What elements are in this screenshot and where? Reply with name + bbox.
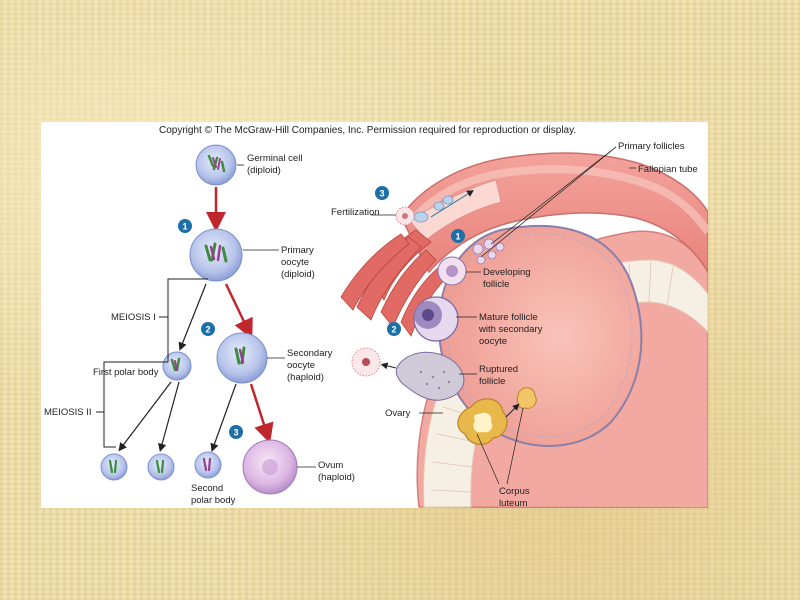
second-polar-body-label-2: polar body bbox=[191, 495, 236, 506]
meiosis-1-label: MEIOSIS I bbox=[111, 312, 156, 323]
mature-follicle-label: Mature follicle bbox=[479, 312, 538, 323]
step-badge-3-left: 3 bbox=[229, 425, 243, 439]
svg-text:2: 2 bbox=[391, 325, 396, 335]
oogenesis-diagram: 1 2 3 Germinal cell (diploid) Primary oo… bbox=[44, 141, 708, 508]
primary-follicles-label: Primary follicles bbox=[618, 141, 685, 152]
step-badge-2-right: 2 bbox=[387, 322, 401, 336]
mature-follicle-label-2: with secondary bbox=[478, 324, 543, 335]
developing-follicle-label: Developing bbox=[483, 267, 531, 278]
germinal-cell bbox=[195, 144, 237, 186]
secondary-oocyte-label: Secondary bbox=[287, 348, 333, 359]
second-polar-body-cell bbox=[194, 451, 222, 479]
primary-follicles bbox=[472, 238, 505, 265]
developing-follicle bbox=[437, 256, 467, 286]
primary-oocyte-label: Primary bbox=[281, 245, 314, 256]
developing-follicle-label-2: follicle bbox=[483, 279, 509, 290]
ovary-label: Ovary bbox=[385, 408, 411, 419]
primary-oocyte-cell bbox=[189, 228, 243, 282]
fallopian-tube-label: Fallopian tube bbox=[638, 164, 698, 175]
regressing-corpus-luteum bbox=[516, 387, 537, 409]
svg-text:1: 1 bbox=[455, 232, 460, 242]
ovum-label: Ovum bbox=[318, 460, 343, 471]
svg-text:2: 2 bbox=[205, 325, 210, 335]
fertilization-label: Fertilization bbox=[331, 207, 380, 218]
ruptured-follicle bbox=[395, 351, 465, 401]
copyright-notice: Copyright © The McGraw-Hill Companies, I… bbox=[159, 125, 577, 136]
svg-text:3: 3 bbox=[233, 428, 238, 438]
corpus-luteum bbox=[457, 398, 508, 445]
mature-follicle-label-3: oocyte bbox=[479, 336, 507, 347]
second-polar-body-label: Second bbox=[191, 483, 223, 494]
ovum-cell bbox=[242, 439, 298, 495]
step-badge-3-right: 3 bbox=[375, 186, 389, 200]
step-badge-2-left: 2 bbox=[201, 322, 215, 336]
ruptured-follicle-label-2: follicle bbox=[479, 376, 505, 387]
svg-text:3: 3 bbox=[379, 189, 384, 199]
polar-body-b bbox=[147, 453, 175, 481]
secondary-oocyte-label-2: oocyte bbox=[287, 360, 315, 371]
step-badge-1-left: 1 bbox=[178, 219, 192, 233]
diagram-panel: Copyright © The McGraw-Hill Companies, I… bbox=[41, 122, 708, 508]
corpus-luteum-label-2: luteum bbox=[499, 498, 528, 508]
polar-body-a bbox=[100, 453, 128, 481]
step-badge-1-right: 1 bbox=[451, 229, 465, 243]
first-polar-body-label: First polar body bbox=[93, 367, 159, 378]
primary-oocyte-label-2: oocyte bbox=[281, 257, 309, 268]
germinal-cell-label-2: (diploid) bbox=[247, 165, 281, 176]
ovum-label-2: (haploid) bbox=[318, 472, 355, 483]
svg-text:1: 1 bbox=[182, 222, 187, 232]
secondary-oocyte-label-3: (haploid) bbox=[287, 372, 324, 383]
first-polar-body-cell bbox=[162, 351, 192, 381]
released-oocyte bbox=[351, 347, 381, 377]
secondary-oocyte-cell bbox=[216, 332, 268, 384]
ruptured-follicle-label: Ruptured bbox=[479, 364, 518, 375]
primary-oocyte-label-3: (diploid) bbox=[281, 269, 315, 280]
mature-follicle bbox=[413, 296, 459, 342]
germinal-cell-label: Germinal cell bbox=[247, 153, 302, 164]
corpus-luteum-label: Corpus bbox=[499, 486, 530, 497]
fertilized-egg bbox=[395, 206, 415, 226]
meiosis-2-label: MEIOSIS II bbox=[44, 407, 92, 418]
